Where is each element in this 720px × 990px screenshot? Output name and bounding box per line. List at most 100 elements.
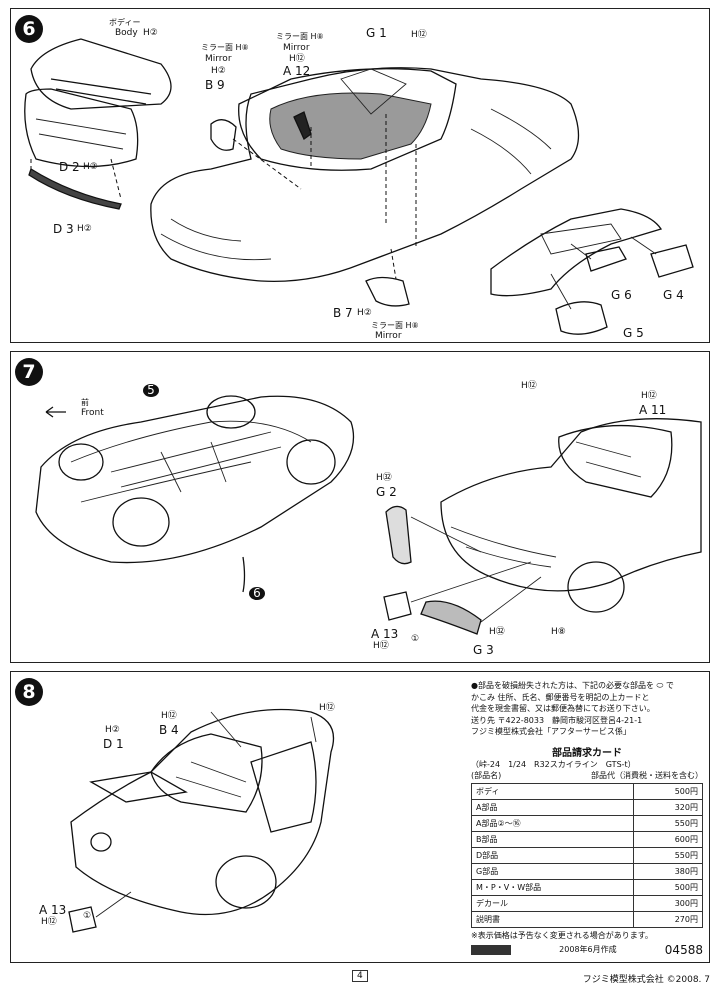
part-b4: B 4: [159, 723, 179, 737]
note-line: かこみ 住所、氏名、郵便番号を明記の上カードと: [471, 692, 650, 702]
b4-color-code: H⑫: [161, 711, 177, 721]
card-date: 2008年6月作成: [559, 945, 617, 955]
decal-ref-1: ①: [411, 634, 420, 644]
order-instructions: ●部品を破損紛失された方は、下記の必要な部品を ⬭ で かこみ 住所、氏名、郵便…: [471, 680, 703, 738]
mirror-en-b: Mirror: [375, 331, 402, 341]
part-g1: G 1: [366, 26, 387, 40]
part-a11: A 11: [639, 403, 667, 417]
part-price: 320円: [633, 798, 703, 816]
header-left: (部品名): [471, 770, 502, 780]
a13-color-code: H⑫: [373, 641, 389, 651]
card-footer: 2008年6月作成 04588: [471, 943, 703, 957]
part-g4: G 4: [663, 288, 684, 302]
brand-logo-icon: [471, 944, 511, 955]
part-name: A部品: [471, 798, 634, 816]
card-header: （峠-24 1/24 R32スカイライン GTS-t）: [471, 759, 703, 770]
b9-color-code: H②: [211, 66, 226, 76]
ref-step-6: 6: [249, 586, 265, 601]
address-line: 送り先 〒422-8033 静岡市駿河区登呂4-21-1: [471, 715, 643, 725]
front-jp-label: 前: [81, 398, 89, 407]
part-name: M・P・V・W部品: [471, 878, 634, 896]
part-price: 550円: [633, 846, 703, 864]
mirror-label-a: ミラー面 H⑧: [201, 43, 249, 52]
page-number-text: 4: [357, 971, 363, 981]
parts-order-card: ●部品を破損紛失された方は、下記の必要な部品を ⬭ で かこみ 住所、氏名、郵便…: [471, 680, 703, 957]
mirror-en-a: Mirror: [205, 54, 232, 64]
part-a13: A 13: [39, 903, 67, 917]
h8-color-code: H⑧: [551, 627, 566, 637]
part-price: 300円: [633, 894, 703, 912]
g3-color-code: H㉜: [489, 627, 505, 637]
part-g6: G 6: [611, 288, 632, 302]
part-name: デカール: [471, 894, 634, 912]
top-color-code: H⑫: [319, 703, 335, 713]
part-a12: A 12: [283, 64, 311, 78]
front-en-label: Front: [81, 408, 104, 418]
part-g2: G 2: [376, 485, 397, 499]
part-a13: A 13: [371, 627, 399, 641]
price-footnote: ※表示価格は予告なく変更される場合があります。: [471, 930, 653, 940]
part-name: ボディ: [471, 782, 634, 800]
d3-color-code: H②: [77, 224, 92, 234]
a13-color-code: H⑫: [41, 917, 57, 927]
body-jp-label: ボディー: [109, 18, 141, 27]
part-g5: G 5: [623, 326, 644, 340]
step-number: 7: [15, 358, 43, 386]
model-line: （峠-24 1/24 R32スカイライン GTS-t）: [471, 759, 636, 769]
body-en-label: Body: [115, 28, 138, 38]
part-b9: B 9: [205, 78, 225, 92]
page-number: 4: [352, 970, 368, 982]
step-6-illustration: [24, 38, 694, 335]
step-8-panel: 8 H② D 1 H⑫ B 4 H⑫ A 13 H⑫ ① ●部品を破損紛失された…: [10, 671, 710, 963]
part-price: 380円: [633, 862, 703, 880]
part-g3: G 3: [473, 643, 494, 657]
part-price: 500円: [633, 878, 703, 896]
a12-color-code: H⑫: [289, 54, 305, 64]
part-price: 600円: [633, 830, 703, 848]
a11-color-code-b: H⑫: [641, 391, 657, 401]
part-price: 550円: [633, 814, 703, 832]
d1-color-code: H②: [105, 725, 120, 735]
company-dept-line: フジミ模型株式会社「アフターサービス係」: [471, 727, 631, 737]
part-price: 500円: [633, 782, 703, 800]
mirror-label-b: ミラー面 H⑧: [371, 321, 419, 330]
a11-color-code-a: H⑫: [521, 381, 537, 391]
mirror-label-top: ミラー面 H⑧: [276, 32, 324, 41]
b7-color-code: H②: [357, 308, 372, 318]
step-7-panel: 7 前 Front 5 6 H⑫ H⑫ A 11 H㉜ G 2 A 13 H⑫ …: [10, 351, 710, 663]
body-color-code: H②: [143, 28, 158, 38]
part-name: B部品: [471, 830, 634, 848]
part-name: A部品②～⑯: [471, 814, 634, 832]
note-line: ●部品を破損紛失された方は、下記の必要な部品を ⬭ で: [471, 681, 674, 690]
part-b7: B 7: [333, 306, 353, 320]
part-d2: D 2: [59, 160, 80, 174]
d2-color-code: H②: [83, 162, 98, 172]
part-price: 270円: [633, 910, 703, 928]
step-6-panel: 6 ボディー Body H② ミラー面 H⑧ Mirror H② B 9 ミラー…: [10, 8, 710, 343]
ref-step-5: 5: [143, 383, 159, 398]
card-title: 部品請求カード: [552, 747, 622, 759]
note-line: 代金を現金書留、又は郵便為替にてお送り下さい。: [471, 704, 655, 714]
g1-color-code: H⑫: [411, 30, 427, 40]
part-name: 説明書: [471, 910, 634, 928]
step-number: 6: [15, 15, 43, 43]
step-8-illustration: [68, 708, 335, 933]
step-7-illustration: [35, 395, 702, 635]
step-number: 8: [15, 678, 43, 706]
part-name: G部品: [471, 862, 634, 880]
part-name: D部品: [471, 846, 634, 864]
table-caption: (部品名) 部品代（消費税・送料を含む）: [471, 770, 703, 781]
header-right: 部品代（消費税・送料を含む）: [591, 770, 703, 780]
part-d1: D 1: [103, 737, 124, 751]
decal-ref-1: ①: [83, 911, 92, 921]
